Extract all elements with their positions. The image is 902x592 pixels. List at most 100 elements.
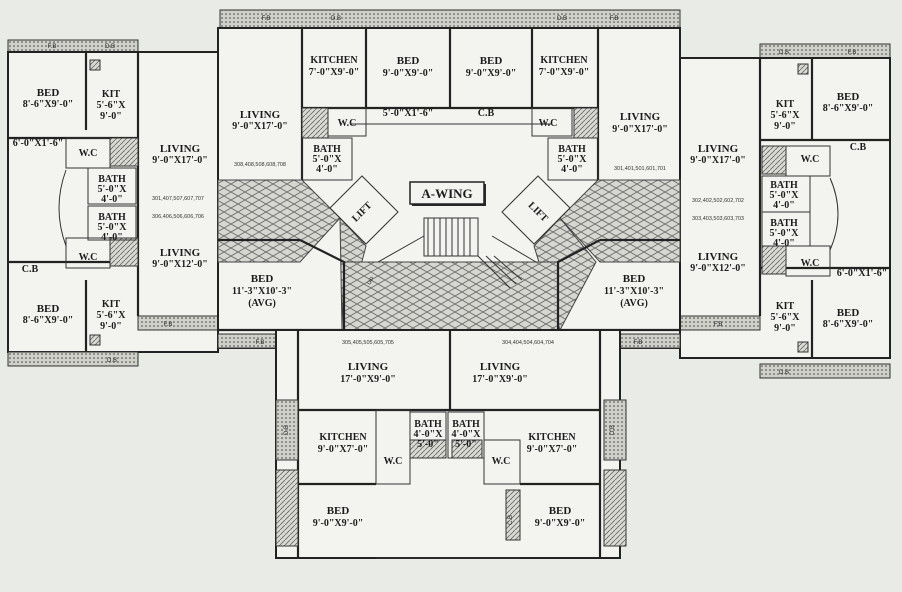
staircase bbox=[423, 217, 479, 257]
kit-lt-size2: 9'-0" bbox=[100, 111, 122, 122]
living-r1-size: 9'-0"X17'-0" bbox=[690, 155, 746, 166]
kitchen-cl-size: 7'-0"X9'-0" bbox=[309, 67, 360, 78]
lobby-floor bbox=[343, 261, 559, 331]
bed-bl-size: 9'-0"X9'-0" bbox=[313, 518, 364, 529]
ledge-lt: 6'-0"X1'-6" bbox=[13, 138, 64, 149]
living-l1-size: 9'-0"X17'-0" bbox=[152, 155, 208, 166]
kit-rt-name: KIT bbox=[776, 99, 795, 110]
kitchen-bl-name: KITCHEN bbox=[319, 432, 367, 443]
wing-title: A-WING bbox=[421, 186, 472, 201]
living-cr-name: LIVING bbox=[620, 111, 661, 123]
kit-lb-size2: 9'-0" bbox=[100, 321, 122, 332]
wc-br: W.C bbox=[492, 456, 511, 467]
right-lift bbox=[501, 175, 571, 245]
bath-l1-size1: 5'-0"X bbox=[98, 184, 128, 195]
wc-r1: W.C bbox=[801, 154, 820, 165]
bath-br-name: BATH bbox=[452, 419, 480, 430]
kitchen-br-name: KITCHEN bbox=[528, 432, 576, 443]
kit-rb-size2: 9'-0" bbox=[774, 323, 796, 334]
wc-bl: W.C bbox=[384, 456, 403, 467]
right-bottom-balcony bbox=[759, 363, 891, 379]
tag-fb-lt: F.B bbox=[48, 44, 57, 50]
kit-lb-size1: 5'-6"X bbox=[97, 310, 127, 321]
tag-fb-cr: F.B bbox=[634, 340, 643, 346]
bed-rb-size: 8'-6"X9'-0" bbox=[823, 319, 874, 330]
living-cr-size: 9'-0"X17'-0" bbox=[612, 124, 668, 135]
bath-bl-name: BATH bbox=[414, 419, 442, 430]
cb-r: C.B bbox=[850, 142, 867, 153]
left-top-balcony bbox=[7, 39, 139, 53]
bed-rt-size: 8'-6"X9'-0" bbox=[823, 103, 874, 114]
bed-br-size: 9'-0"X9'-0" bbox=[535, 518, 586, 529]
bed-lb-name: BED bbox=[37, 303, 60, 315]
bath-r1-name: BATH bbox=[770, 180, 798, 191]
bed-lt-size: 8'-6"X9'-0" bbox=[23, 99, 74, 110]
wc-cr: W.C bbox=[539, 118, 558, 129]
bed-cr-size: 9'-0"X9'-0" bbox=[466, 68, 517, 79]
ledge-r: 6'-0"X1'-6" bbox=[837, 268, 888, 279]
tag-fb-lb: F.B bbox=[164, 322, 173, 328]
bath-br-size2: 5'-0" bbox=[455, 439, 477, 450]
tag-fb-rb: F.B bbox=[714, 322, 723, 328]
bath-br-size1: 4'-0"X bbox=[452, 429, 482, 440]
left-lift bbox=[329, 175, 399, 245]
bath-cr-size1: 5'-0"X bbox=[558, 154, 588, 165]
wc-l1: W.C bbox=[79, 148, 98, 159]
bath-l2-size2: 4'-0" bbox=[101, 232, 123, 243]
bath-cl-size2: 4'-0" bbox=[316, 164, 338, 175]
tag-db-tr: D.B bbox=[557, 16, 567, 22]
left-lobby-paving bbox=[217, 179, 341, 263]
tag-fb-tr: F.B bbox=[610, 16, 619, 22]
bed-ml-name: BED bbox=[251, 273, 274, 285]
kit-rb-size1: 5'-6"X bbox=[771, 312, 801, 323]
right-wing-floor bbox=[679, 57, 891, 359]
bed-mr-size: 11'-3"X10'-3" bbox=[604, 286, 664, 297]
bed-lb-size: 8'-6"X9'-0" bbox=[23, 315, 74, 326]
kit-rt-size2: 9'-0" bbox=[774, 121, 796, 132]
living-br-size: 17'-0"X9'-0" bbox=[472, 374, 528, 385]
living-cl-size: 9'-0"X17'-0" bbox=[232, 121, 288, 132]
tag-db-tl: D.B bbox=[331, 16, 341, 22]
flat-no-r2: 303,403,503,603,703 bbox=[692, 216, 744, 222]
tag-cb-br: C.B bbox=[508, 515, 514, 525]
wc-r2: W.C bbox=[801, 258, 820, 269]
living-r2-size: 9'-0"X12'-0" bbox=[690, 263, 746, 274]
tag-db-lb: D.B bbox=[107, 358, 117, 364]
tag-db-lt: D.B bbox=[105, 44, 115, 50]
left-wing-floor bbox=[7, 51, 219, 353]
left-bottom-balcony bbox=[7, 351, 139, 367]
bed-lt-name: BED bbox=[37, 87, 60, 99]
tag-db-rb: D.B bbox=[779, 370, 789, 376]
flat-no-l1: 301,407,507,607,707 bbox=[152, 196, 204, 202]
bed-cl-size: 9'-0"X9'-0" bbox=[383, 68, 434, 79]
bath-r2-size1: 5'-0"X bbox=[770, 228, 800, 239]
living-bl-name: LIVING bbox=[348, 361, 389, 373]
left-wing bbox=[7, 39, 219, 367]
bed-rt-name: BED bbox=[837, 91, 860, 103]
bed-ml-size: 11'-3"X10'-3" bbox=[232, 286, 292, 297]
living-r1-name: LIVING bbox=[698, 143, 739, 155]
kitchen-cr-name: KITCHEN bbox=[540, 55, 588, 66]
kit-lt-name: KIT bbox=[102, 89, 121, 100]
living-l2-size: 9'-0"X12'-0" bbox=[152, 259, 208, 270]
wc-cl: W.C bbox=[338, 118, 357, 129]
flat-no-bl: 305,405,505,605,705 bbox=[342, 340, 394, 346]
bath-bl-size1: 4'-0"X bbox=[414, 429, 444, 440]
bath-cl-size1: 5'-0"X bbox=[313, 154, 343, 165]
tag-fb-rt: F.B bbox=[848, 50, 857, 56]
flat-no-ctr: 301,401,501,601,701 bbox=[614, 166, 666, 172]
living-cl-name: LIVING bbox=[240, 109, 281, 121]
living-l2-name: LIVING bbox=[160, 247, 201, 259]
kit-rt-size1: 5'-6"X bbox=[771, 110, 801, 121]
bath-r1-size1: 5'-0"X bbox=[770, 190, 800, 201]
bath-cr-name: BATH bbox=[558, 144, 586, 155]
room-labels: BED 8'-6"X9'-0" KIT 5'-6"X 9'-0" 6'-0"X1… bbox=[13, 16, 888, 529]
bath-l1-size2: 4'-0" bbox=[101, 194, 123, 205]
bed-rb-name: BED bbox=[837, 307, 860, 319]
flat-no-ctl: 308,408,508,608,708 bbox=[234, 162, 286, 168]
kit-lb-name: KIT bbox=[102, 299, 121, 310]
living-l1-name: LIVING bbox=[160, 143, 201, 155]
flat-no-r1: 302,402,502,602,702 bbox=[692, 198, 744, 204]
tag-fb-tl: F.B bbox=[262, 16, 271, 22]
